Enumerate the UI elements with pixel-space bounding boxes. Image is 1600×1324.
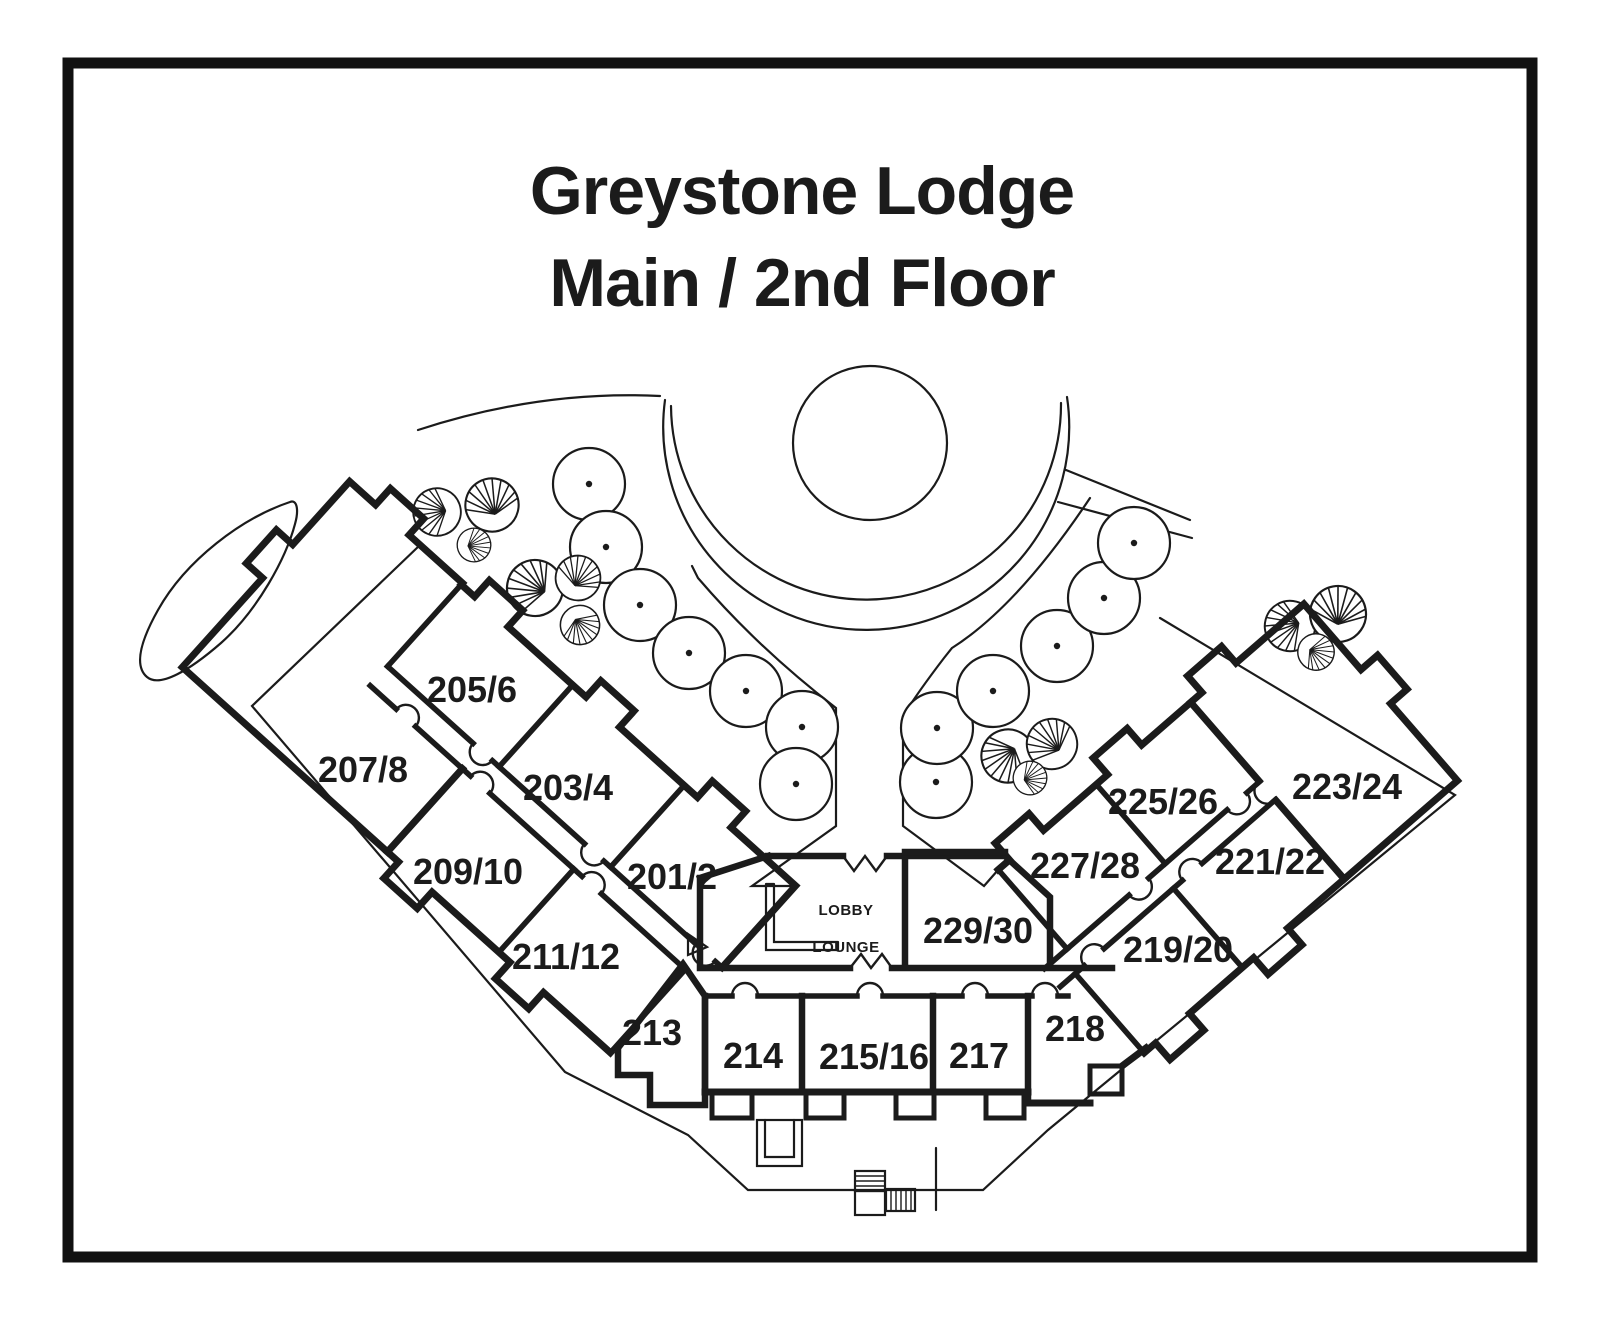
room-label-223-24: 223/24 [1292,766,1402,807]
bottom-row [614,958,1151,1217]
direction-triangle-icon [686,931,710,957]
tree-icon [1096,505,1172,581]
driveway-outer-arc [662,395,1071,631]
room-labels: 205/6 207/8 203/4 209/10 201/2 211/12 21… [318,669,1402,1077]
shrub-icon [551,596,609,654]
room-213 [614,958,709,1109]
title-block: Greystone Lodge Main / 2nd Floor [530,153,1075,321]
stair-landing [755,1118,804,1168]
patio-bump [983,1089,1027,1121]
page-border [62,57,1538,1263]
room-207-8 [177,476,468,857]
right-wing-south-wall [1139,874,1350,1065]
room-label-207-8: 207/8 [318,749,408,790]
room-label-205-6: 205/6 [427,669,517,710]
room-label-227-28: 227/28 [1030,845,1140,886]
room-223-24 [1182,599,1463,884]
stair-platform [853,1189,887,1217]
room-label-211-12: 211/12 [512,936,620,977]
tree-icon [955,653,1031,729]
entry-door-marks [842,853,893,971]
room-label-209-10: 209/10 [413,851,523,892]
tree-group [551,446,1172,822]
center-block [686,851,1116,972]
room-label-203-4: 203/4 [523,767,613,808]
tree-icon [551,446,627,522]
page-title-line2: Main / 2nd Floor [549,245,1055,321]
lounge-label: LOUNGE [812,939,879,956]
right-wing-room-dividers [1071,780,1247,1057]
room-label-229-30: 229/30 [923,910,1033,951]
left-wing [177,476,801,1058]
room-label-215-16: 215/16 [819,1036,929,1077]
room-label-217: 217 [949,1035,1009,1076]
area-labels: LOBBY LOUNGE [812,902,879,956]
stair-landing-inner [763,1118,796,1159]
room-label-213: 213 [622,1012,682,1053]
room-label-225-26: 225/26 [1108,781,1218,822]
patio-bump [803,1089,847,1121]
reception-desk [764,882,840,952]
room-label-214: 214 [723,1035,783,1076]
left-wing-north-wall [456,575,801,973]
bottom-row-south-wall [701,1043,1151,1107]
room-label-221-22: 221/22 [1215,841,1325,882]
lobby-walls [695,851,1116,972]
patio-bump [893,1089,937,1121]
lobby-label: LOBBY [819,902,874,919]
patio-bump [709,1089,755,1121]
page-title-line1: Greystone Lodge [530,153,1074,229]
left-wing-south-wall [378,846,616,1058]
room-label-201-2: 201/2 [627,856,717,897]
stairs-hatch [890,1189,912,1211]
berm-outline [138,500,299,682]
stairs [755,1118,938,1217]
stairs-hatch [855,1175,885,1187]
room-label-218: 218 [1045,1008,1105,1049]
room-label-219-20: 219/20 [1123,929,1233,970]
left-wing-room-dividers [383,681,690,1057]
left-wing-corridor-north [383,662,726,972]
left-wing-corridor-south [366,681,690,974]
patio-bump [1087,1063,1125,1097]
wall [994,865,1072,953]
tree-icon [758,746,834,822]
door-arcs [730,981,1060,997]
door-arcs [1080,779,1277,967]
road-line-left [416,394,662,432]
driveway-inner-arc [669,401,1063,601]
wall [383,579,467,671]
driveway-island [791,364,949,522]
walkway-left-edge [690,564,838,888]
